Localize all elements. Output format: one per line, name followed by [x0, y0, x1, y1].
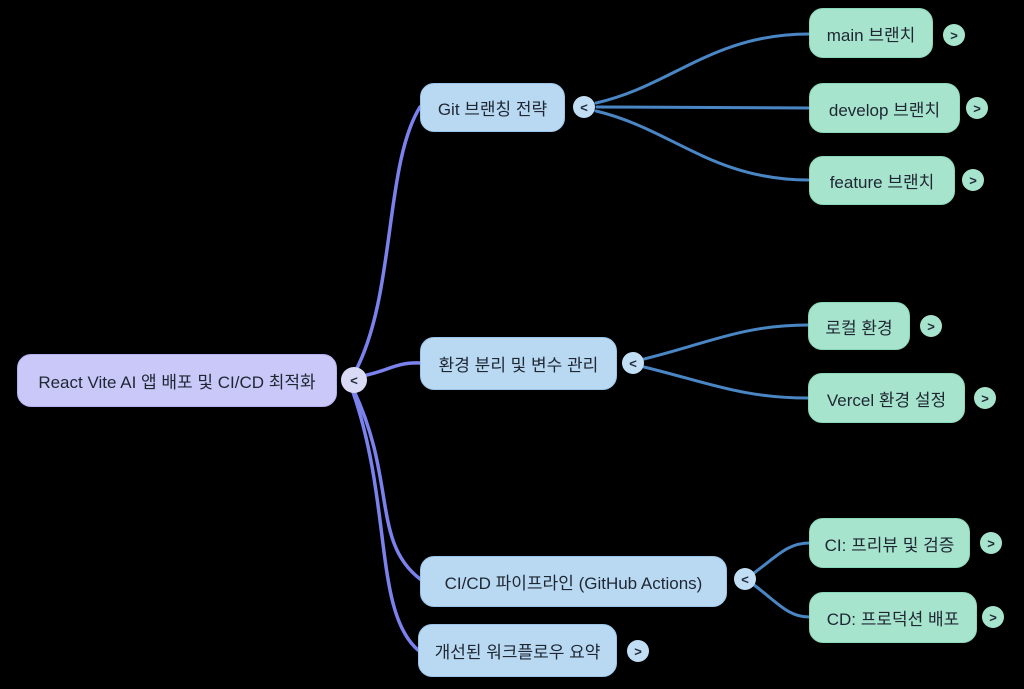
node-cd-production-label: CD: 프로덕션 배포: [826, 610, 960, 629]
node-cicd-pipeline-label: CI/CD 파이프라인 (GitHub Actions): [444, 574, 703, 593]
collapse-left-icon: <: [629, 355, 637, 371]
expand-right-icon: >: [969, 172, 977, 188]
node-main-branch[interactable]: main 브랜치: [809, 8, 933, 58]
expand-right-icon: >: [950, 27, 958, 43]
collapse-left-icon: <: [350, 372, 358, 388]
edge-git-main: [594, 32, 811, 105]
node-local-env[interactable]: 로컬 환경: [808, 302, 910, 350]
expand-right-icon: >: [634, 643, 642, 659]
node-cd-production[interactable]: CD: 프로덕션 배포: [809, 592, 977, 643]
toggle-workflow-summary[interactable]: >: [627, 640, 649, 662]
node-develop-branch-label: develop 브랜치: [828, 100, 941, 120]
node-git-branching[interactable]: Git 브랜칭 전략: [420, 83, 565, 132]
node-feature-branch-label: feature 브랜치: [829, 173, 935, 192]
node-workflow-summary[interactable]: 개선된 워크플로우 요약: [418, 624, 617, 677]
node-vercel-env[interactable]: Vercel 환경 설정: [808, 373, 965, 423]
toggle-root[interactable]: <: [341, 367, 367, 393]
edge-cicd-ci: [752, 541, 811, 575]
expand-right-icon: >: [973, 100, 981, 116]
toggle-cicd-pipeline[interactable]: <: [734, 568, 756, 590]
edge-root-env: [355, 361, 422, 379]
node-git-branching-label: Git 브랜칭 전략: [437, 100, 548, 119]
node-workflow-summary-label: 개선된 워크플로우 요약: [434, 643, 601, 662]
toggle-cd-production[interactable]: >: [982, 606, 1004, 628]
toggle-vercel-env[interactable]: >: [974, 387, 996, 409]
node-root[interactable]: React Vite AI 앱 배포 및 CI/CD 최적화: [17, 354, 337, 407]
node-ci-preview[interactable]: CI: 프리뷰 및 검증: [809, 518, 970, 568]
edge-env-vercel: [642, 365, 810, 400]
node-develop-branch[interactable]: develop 브랜치: [809, 83, 960, 133]
expand-right-icon: >: [989, 609, 997, 625]
edge-git-develop: [595, 105, 811, 110]
edge-git-feature: [594, 109, 811, 182]
edge-env-local: [642, 323, 810, 361]
node-feature-branch[interactable]: feature 브랜치: [809, 156, 955, 205]
toggle-git-branching[interactable]: <: [573, 96, 595, 118]
toggle-feature-branch[interactable]: >: [962, 169, 984, 191]
toggle-main-branch[interactable]: >: [943, 24, 965, 46]
node-main-branch-label: main 브랜치: [826, 25, 916, 45]
node-env-management-label: 환경 분리 및 변수 관리: [438, 356, 599, 375]
node-env-management[interactable]: 환경 분리 및 변수 관리: [420, 337, 617, 390]
edge-root-workflow: [351, 390, 420, 652]
node-ci-preview-label: CI: 프리뷰 및 검증: [824, 535, 955, 555]
toggle-develop-branch[interactable]: >: [966, 97, 988, 119]
toggle-local-env[interactable]: >: [920, 315, 942, 337]
edge-cicd-cd: [752, 583, 811, 619]
edge-root-git: [353, 105, 422, 374]
toggle-env-management[interactable]: <: [622, 352, 644, 374]
collapse-left-icon: <: [580, 99, 588, 115]
toggle-ci-preview[interactable]: >: [980, 532, 1002, 554]
expand-right-icon: >: [981, 390, 989, 406]
collapse-left-icon: <: [741, 571, 749, 587]
node-cicd-pipeline[interactable]: CI/CD 파이프라인 (GitHub Actions): [420, 556, 727, 607]
edge-root-cicd: [352, 389, 422, 581]
expand-right-icon: >: [987, 535, 995, 551]
expand-right-icon: >: [927, 318, 935, 334]
node-root-label: React Vite AI 앱 배포 및 CI/CD 최적화: [38, 373, 316, 392]
node-vercel-env-label: Vercel 환경 설정: [826, 390, 947, 410]
node-local-env-label: 로컬 환경: [825, 318, 893, 338]
